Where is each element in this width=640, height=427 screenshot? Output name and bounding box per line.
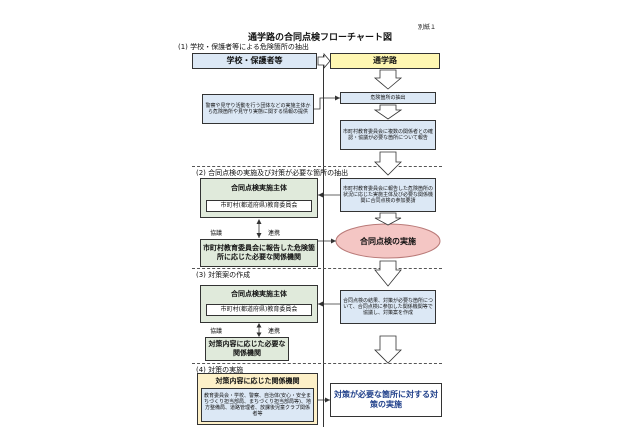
danger-extract-box: 危険箇所の抽出	[340, 92, 436, 104]
orgs-4-list: 教育委員会・学校、警察、自治体(安心・安全まちづくり担当部局、まちづくり担当部局…	[201, 388, 314, 422]
board-box: 市町村(都道府県)教育委員会	[206, 200, 312, 212]
arrow-down-6	[374, 335, 402, 364]
appendix-label: 別紙１	[418, 24, 437, 31]
section-4-heading: (4) 対策の実施	[196, 366, 244, 374]
section-divider-3	[192, 363, 442, 364]
tsugakuro-box: 通学路	[330, 53, 440, 69]
arrow-down-5	[374, 260, 402, 287]
orgs-4-header: 対策内容に応じた関係機関	[215, 377, 300, 385]
school-parents-box: 学校・保護者等	[192, 53, 317, 69]
section-2-heading: (2) 合同点検の実施及び対策が必要な箇所の抽出	[196, 169, 349, 177]
joint-body-label: 合同点検実施主体	[231, 184, 287, 192]
section-3-heading: (3) 対策案の作成	[196, 271, 251, 279]
joint-inspection-label: 合同点検の実施	[360, 237, 416, 246]
orgs-box-3: 対策内容に応じた必要な関係機関	[205, 337, 289, 361]
line-watch-to-extract	[314, 97, 340, 110]
arrow-down-2	[373, 104, 403, 120]
section-divider-1	[192, 166, 442, 167]
board-box-3: 市町村(都道府県)教育委員会	[206, 304, 312, 316]
arrow-down-3	[374, 151, 402, 176]
page-title: 通学路の合同点検フローチャート図	[248, 33, 392, 43]
plan-box: 合同点検の結果、対策が必要な箇所について、合同点検に参加した関係機関等で協議し、…	[340, 290, 436, 324]
arrow-down-4	[374, 212, 402, 226]
report-box: 市町村教育委員会に複数の関係者との確認・協議が必要な箇所について報告	[340, 120, 436, 150]
reported-orgs-box: 市町村教育委員会に報告した危険箇所に応じた必要な関係機関	[200, 239, 318, 267]
joint-body-label-3: 合同点検実施主体	[231, 290, 287, 298]
renkei-label-3: 連携	[268, 328, 281, 335]
kyogi-label: 協議	[210, 230, 223, 237]
arrow-down-1	[373, 69, 403, 90]
request-box: 市町村教育委員会に報告した危険箇所の状況に応じた実施主体及び必要な関係機関に合同…	[340, 178, 436, 212]
implement-box: 対策が必要な箇所に対する対策の実施	[330, 383, 442, 417]
renkei-label: 連携	[268, 230, 281, 237]
section-divider-2	[192, 268, 442, 269]
arrow-school-to-tsugakuro	[317, 52, 331, 70]
kyogi-label-3: 協議	[210, 328, 223, 335]
section-1-heading: (1) 学校・保護者等による危険箇所の抽出	[178, 43, 309, 51]
watch-groups-box: 警察や見守り活動を行う団体などの実施主体から危険箇所や見守り実態に関する情報の提…	[202, 94, 314, 124]
